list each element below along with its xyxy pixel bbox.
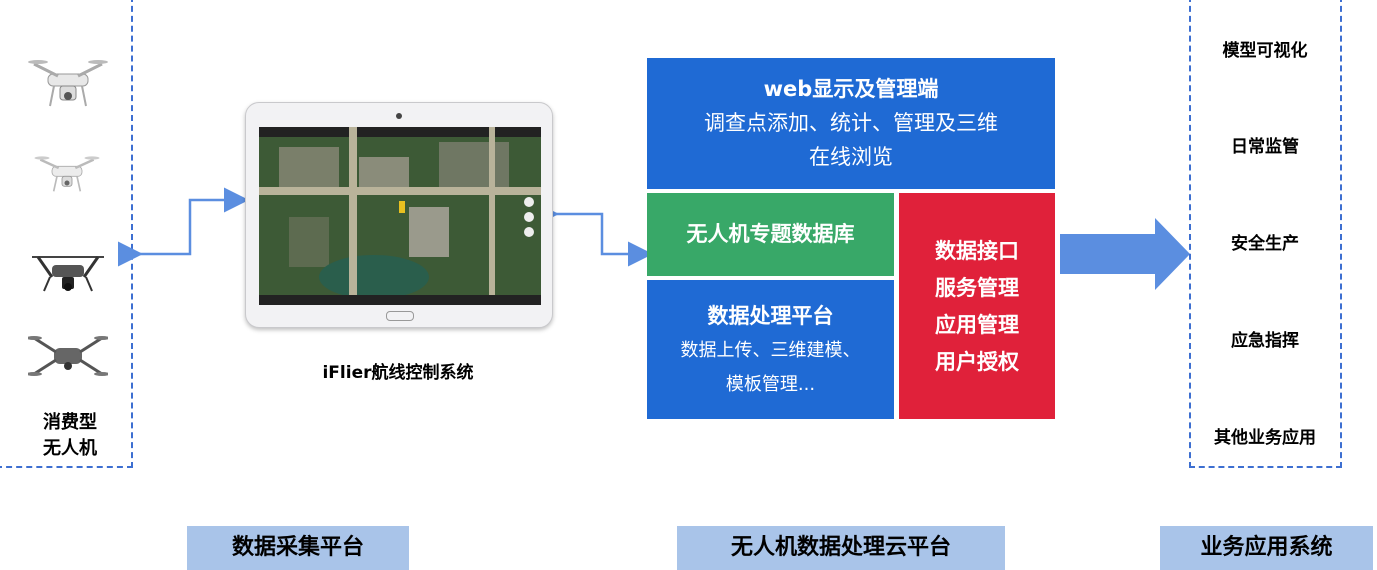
- device-label-line1: 消费型: [43, 412, 97, 433]
- processing-block-title: 数据处理平台: [707, 304, 834, 328]
- services-line2: 服务管理: [935, 276, 1019, 300]
- device-type-label: 消费型 无人机: [20, 410, 120, 462]
- drone-inspire-icon: [32, 256, 104, 292]
- processing-block-line2: 模板管理...: [725, 374, 816, 395]
- services-block: 数据接口 服务管理 应用管理 用户授权: [899, 193, 1055, 419]
- processing-block-line1: 数据上传、三维建模、: [680, 340, 861, 361]
- tablet-caption: iFlier航线控制系统: [322, 363, 474, 383]
- business-apps-box: [1189, 0, 1342, 468]
- drone-mavic-icon: [28, 336, 108, 376]
- tablet-map-screen: [259, 127, 541, 305]
- services-line3: 应用管理: [935, 313, 1019, 337]
- tablet-home-button: [386, 311, 414, 321]
- services-line1: 数据接口: [935, 239, 1019, 263]
- footer-label-collection: 数据采集平台: [187, 526, 409, 570]
- business-item-daily-supervision: 日常监管: [1231, 137, 1299, 157]
- cloud-business-arrow: [1060, 218, 1190, 290]
- drone-tablet-arrow: [118, 187, 249, 267]
- device-label-line2: 无人机: [43, 438, 97, 459]
- services-line4: 用户授权: [935, 350, 1019, 374]
- tablet-device: [245, 102, 553, 328]
- tablet-camera: [396, 113, 402, 119]
- database-block-title: 无人机专题数据库: [686, 222, 855, 246]
- footer-label-cloud: 无人机数据处理云平台: [677, 526, 1005, 570]
- drone-phantom-small-icon: [34, 156, 100, 192]
- business-item-other-apps: 其他业务应用: [1214, 428, 1316, 448]
- web-block-line2: 在线浏览: [809, 145, 893, 169]
- drone-database-block: 无人机专题数据库: [647, 193, 894, 276]
- web-block-line1: 调查点添加、统计、管理及三维: [704, 111, 998, 135]
- web-management-block: web显示及管理端 调查点添加、统计、管理及三维 在线浏览: [647, 58, 1055, 189]
- satellite-map: [259, 127, 541, 305]
- footer-label-business: 业务应用系统: [1160, 526, 1373, 570]
- data-processing-block: 数据处理平台 数据上传、三维建模、 模板管理...: [647, 280, 894, 419]
- drone-phantom-icon: [28, 60, 108, 107]
- business-item-safety-production: 安全生产: [1231, 234, 1299, 254]
- tablet-cloud-arrow: [534, 201, 653, 267]
- web-block-title: web显示及管理端: [763, 77, 939, 101]
- business-item-emergency-command: 应急指挥: [1231, 331, 1299, 351]
- business-item-visualization: 模型可视化: [1222, 41, 1308, 61]
